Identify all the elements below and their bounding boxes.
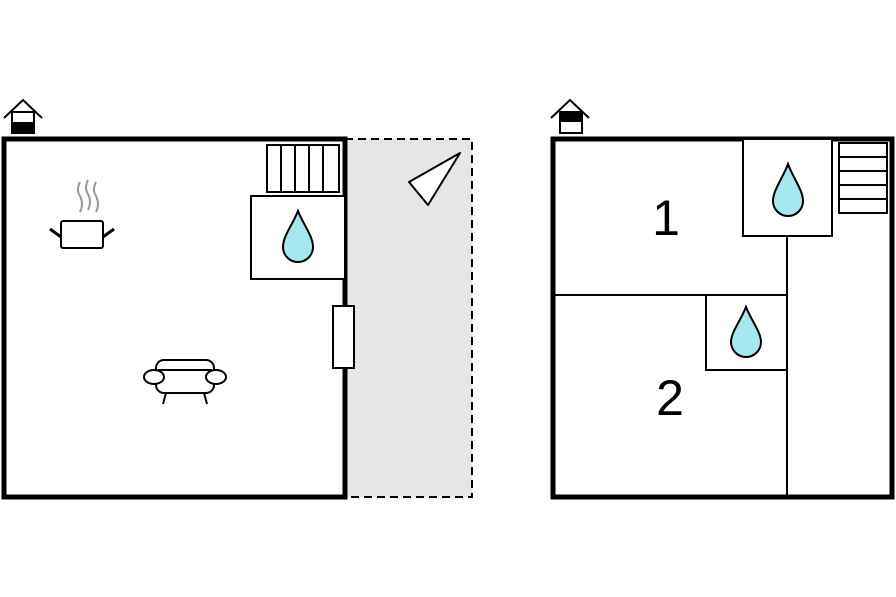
kitchen-pot-icon	[49, 179, 115, 249]
terrace-icon	[408, 152, 461, 206]
room-label-2: 2	[656, 370, 684, 426]
door-icon	[332, 305, 355, 369]
stairs-icon	[838, 142, 888, 214]
ground-floor	[1, 98, 473, 500]
water-drop-icon	[729, 304, 763, 358]
water-drop-icon	[281, 208, 315, 263]
water-drop-icon	[771, 161, 805, 217]
floor-marker-icon	[3, 98, 43, 134]
terrace-area	[344, 138, 473, 498]
sofa-icon	[143, 359, 227, 405]
floor-marker-icon	[550, 98, 590, 134]
stairs-icon	[266, 144, 340, 193]
upper-floor: 1 2	[550, 98, 895, 500]
room-label-1: 1	[652, 190, 680, 246]
